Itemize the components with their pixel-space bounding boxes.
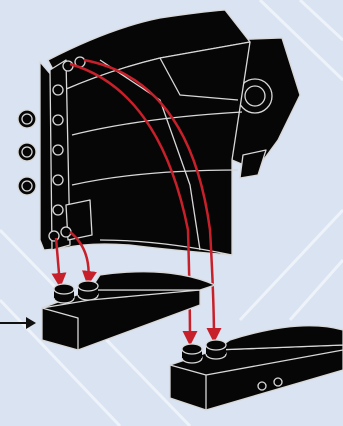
curved-panel-assembly	[18, 10, 300, 255]
right-wedge-slope-brick	[170, 326, 343, 410]
